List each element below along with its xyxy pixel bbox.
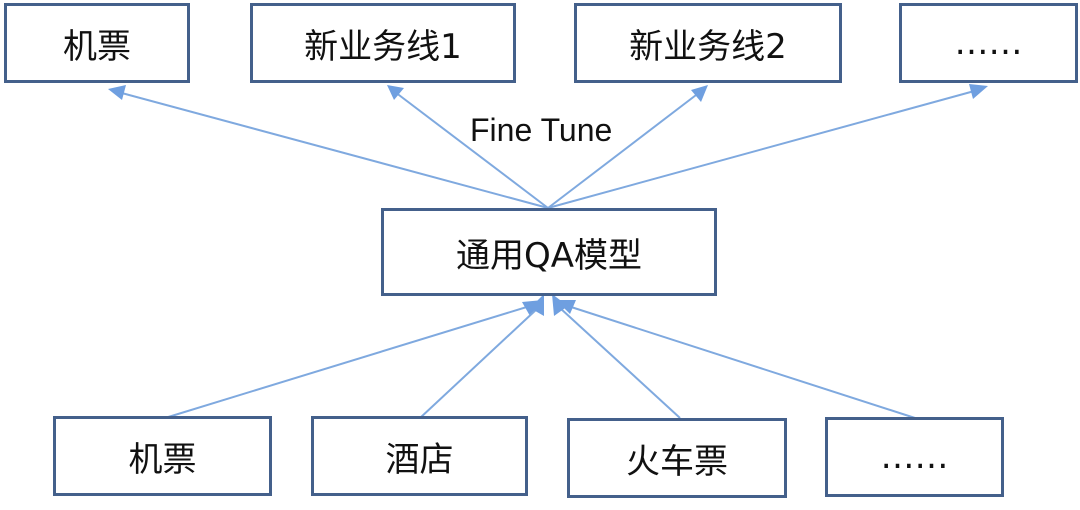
- center-node-label: 通用QA模型: [455, 235, 643, 276]
- top-node-4-label: ……: [954, 23, 1023, 63]
- training-arrows: [164, 294, 916, 419]
- arrowhead-top-3: [691, 85, 708, 102]
- top-node-2-label: 新业务线1: [304, 26, 462, 67]
- arrow-center-to-top-4: [547, 89, 979, 209]
- arrow-bottom-4-to-center: [567, 305, 916, 419]
- arrow-center-to-top-2: [394, 91, 549, 209]
- arrow-bottom-3-to-center: [559, 307, 681, 419]
- top-node-3-label: 新业务线2: [629, 26, 787, 67]
- bottom-node-2-label: 酒店: [385, 439, 454, 480]
- finetune-label: Fine Tune: [470, 112, 613, 148]
- arrow-bottom-1-to-center: [164, 305, 531, 419]
- bottom-node-1-label: 机票: [128, 439, 197, 480]
- arrow-center-to-top-3: [547, 91, 701, 209]
- bottom-node-1: 机票: [53, 416, 272, 496]
- top-node-4: ……: [899, 3, 1078, 83]
- arrowhead-top-4: [969, 84, 988, 99]
- finetune-arrows: [108, 84, 988, 209]
- arrowhead-top-1: [108, 85, 126, 100]
- top-node-1-label: 机票: [63, 26, 131, 67]
- top-node-2: 新业务线1: [250, 3, 516, 83]
- arrow-bottom-2-to-center: [419, 307, 539, 419]
- center-node: 通用QA模型: [381, 208, 717, 296]
- arrow-center-to-top-1: [117, 91, 549, 209]
- top-node-3: 新业务线2: [574, 3, 842, 83]
- bottom-node-3-label: 火车票: [626, 441, 728, 482]
- arrowhead-center-3: [552, 294, 568, 316]
- arrowhead-center-4: [556, 300, 576, 314]
- bottom-node-4: ……: [825, 417, 1004, 497]
- bottom-node-4-label: ……: [880, 437, 949, 477]
- top-node-1: 机票: [4, 3, 190, 83]
- arrowhead-top-2: [387, 85, 404, 100]
- bottom-node-2: 酒店: [311, 416, 528, 496]
- arrowhead-center-2: [530, 294, 544, 316]
- bottom-node-3: 火车票: [567, 418, 787, 498]
